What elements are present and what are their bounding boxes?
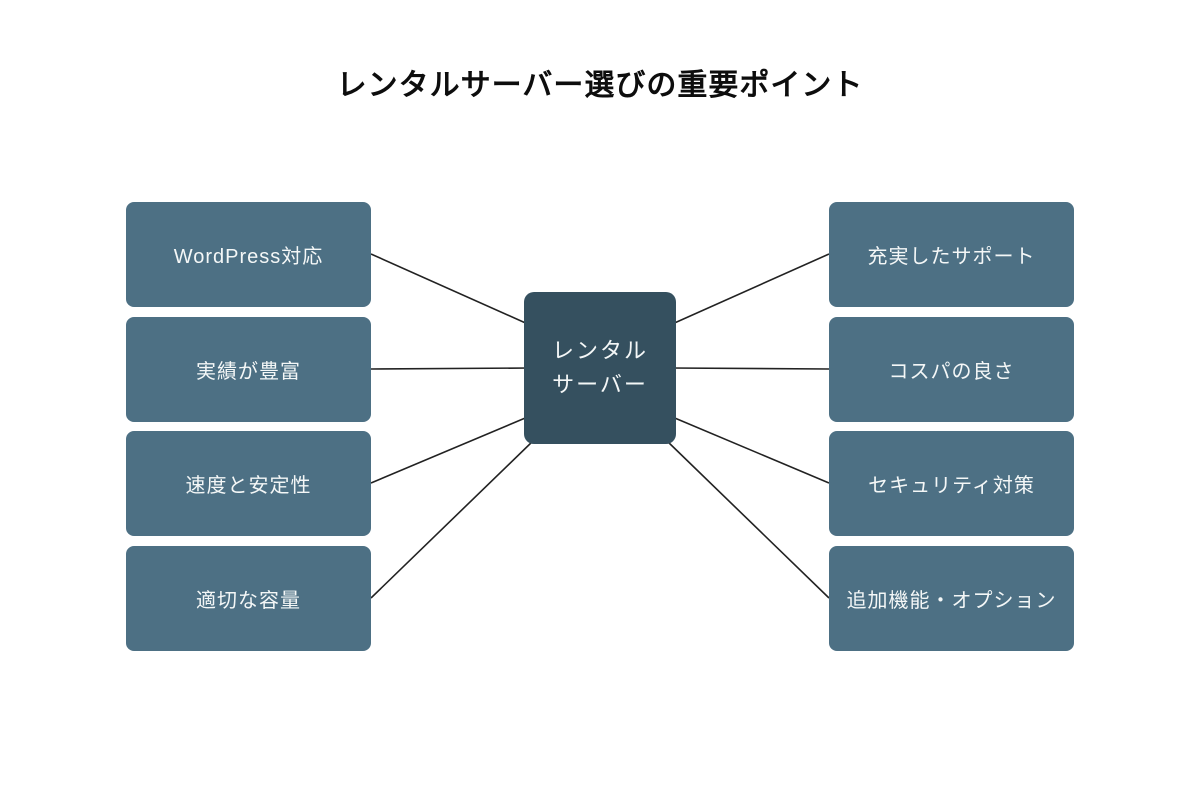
node-security-measures: セキュリティ対策 [829,431,1074,536]
node-label: 適切な容量 [196,590,301,612]
node-adequate-capacity: 適切な容量 [126,546,371,651]
node-full-support: 充実したサポート [829,202,1074,307]
node-proven-track-record: 実績が豊富 [126,317,371,422]
connector-line [669,415,830,484]
node-label: 実績が豊富 [196,361,301,383]
connector-line [370,415,531,484]
connector-line [370,367,531,370]
node-label: 追加機能・オプション [846,590,1057,612]
node-label: 充実したサポート [867,246,1036,268]
node-addon-options: 追加機能・オプション [829,546,1074,651]
node-cost-performance: コスパの良さ [829,317,1074,422]
node-speed-stability: 速度と安定性 [126,431,371,536]
node-label: WordPress対応 [173,246,324,268]
node-center-rental-server: レンタル サーバー [524,292,676,444]
node-wordpress-support: WordPress対応 [126,202,371,307]
connector-line [370,253,531,326]
node-label-line1: レンタル [551,337,648,363]
connector-line [370,439,535,599]
diagram-title: レンタルサーバー選びの重要ポイント [336,69,864,102]
node-label: コスパの良さ [888,361,1015,383]
node-label: セキュリティ対策 [868,475,1035,497]
node-label-line2: サーバー [552,372,648,397]
connector-line [669,367,830,370]
connector-line [665,439,830,599]
node-label: 速度と安定性 [185,475,312,497]
connector-line [669,253,830,326]
